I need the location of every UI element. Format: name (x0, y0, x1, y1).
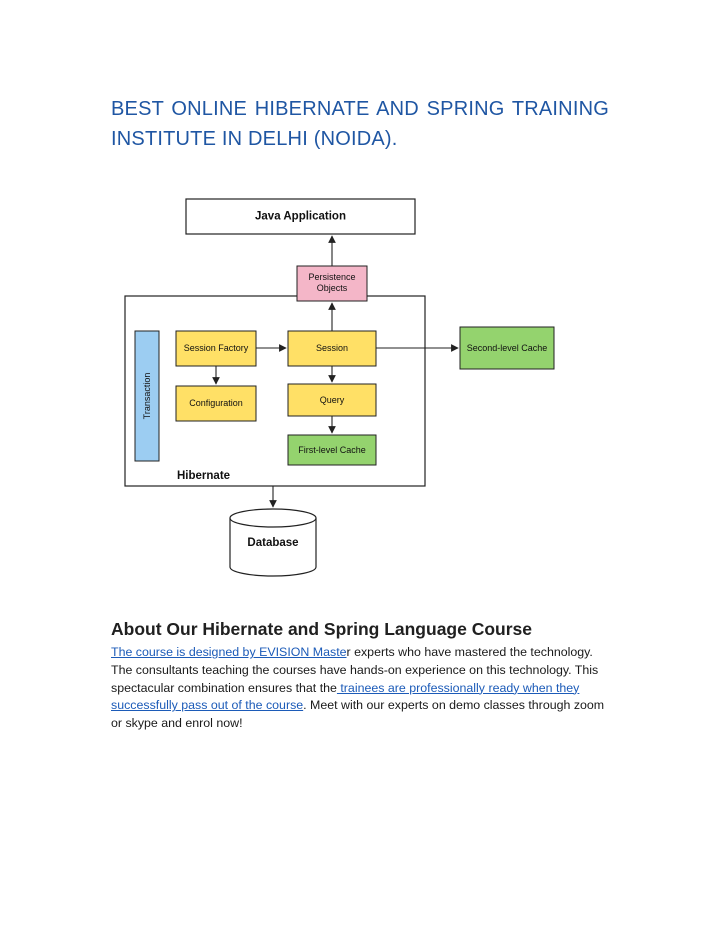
about-course-heading: About Our Hibernate and Spring Language … (111, 619, 532, 639)
about-text-part-1: r experts who have mastered the technolo… (111, 645, 599, 695)
configuration-label: Configuration (189, 398, 243, 408)
persistence-objects-label-1: Persistence (308, 272, 355, 282)
session-label: Session (316, 343, 348, 353)
database-label: Database (247, 537, 298, 549)
hibernate-label: Hibernate (177, 470, 230, 482)
hibernate-architecture-diagram: Java Application Hibernate Persistence O… (124, 198, 555, 577)
first-level-cache-label: First-level Cache (298, 445, 366, 455)
transaction-box (134, 330, 160, 462)
persistence-objects-label-2: Objects (317, 283, 348, 293)
session-factory-box (175, 330, 257, 367)
trainees-ready-link[interactable]: trainees are professionally ready when t… (111, 680, 580, 713)
about-course-paragraph: The course is designed by EVISION Master… (111, 644, 616, 733)
about-text-part-2: . Meet with our experts on demo classes … (111, 698, 605, 731)
page-title: BEST ONLINE HIBERNATE AND SPRING TRAININ… (111, 94, 609, 154)
session-factory-label: Session Factory (184, 343, 249, 353)
java-application-label: Java Application (255, 211, 346, 223)
query-label: Query (320, 395, 345, 405)
page-title-line-2: INSTITUTE IN DELHI (NOIDA). (111, 128, 398, 150)
java-application-box (185, 198, 416, 235)
first-level-cache-box (287, 434, 377, 466)
hibernate-container (124, 295, 426, 487)
database-cylinder (229, 508, 317, 577)
persistence-objects-box (296, 265, 368, 302)
second-level-cache-label: Second-level Cache (467, 343, 548, 353)
course-designed-link[interactable]: The course is designed by EVISION Maste (111, 645, 347, 659)
transaction-label: Transaction (142, 373, 152, 420)
configuration-box (175, 385, 257, 422)
page-title-line-1: BEST ONLINE HIBERNATE AND SPRING TRAININ… (111, 98, 609, 120)
second-level-cache-box (459, 326, 555, 370)
